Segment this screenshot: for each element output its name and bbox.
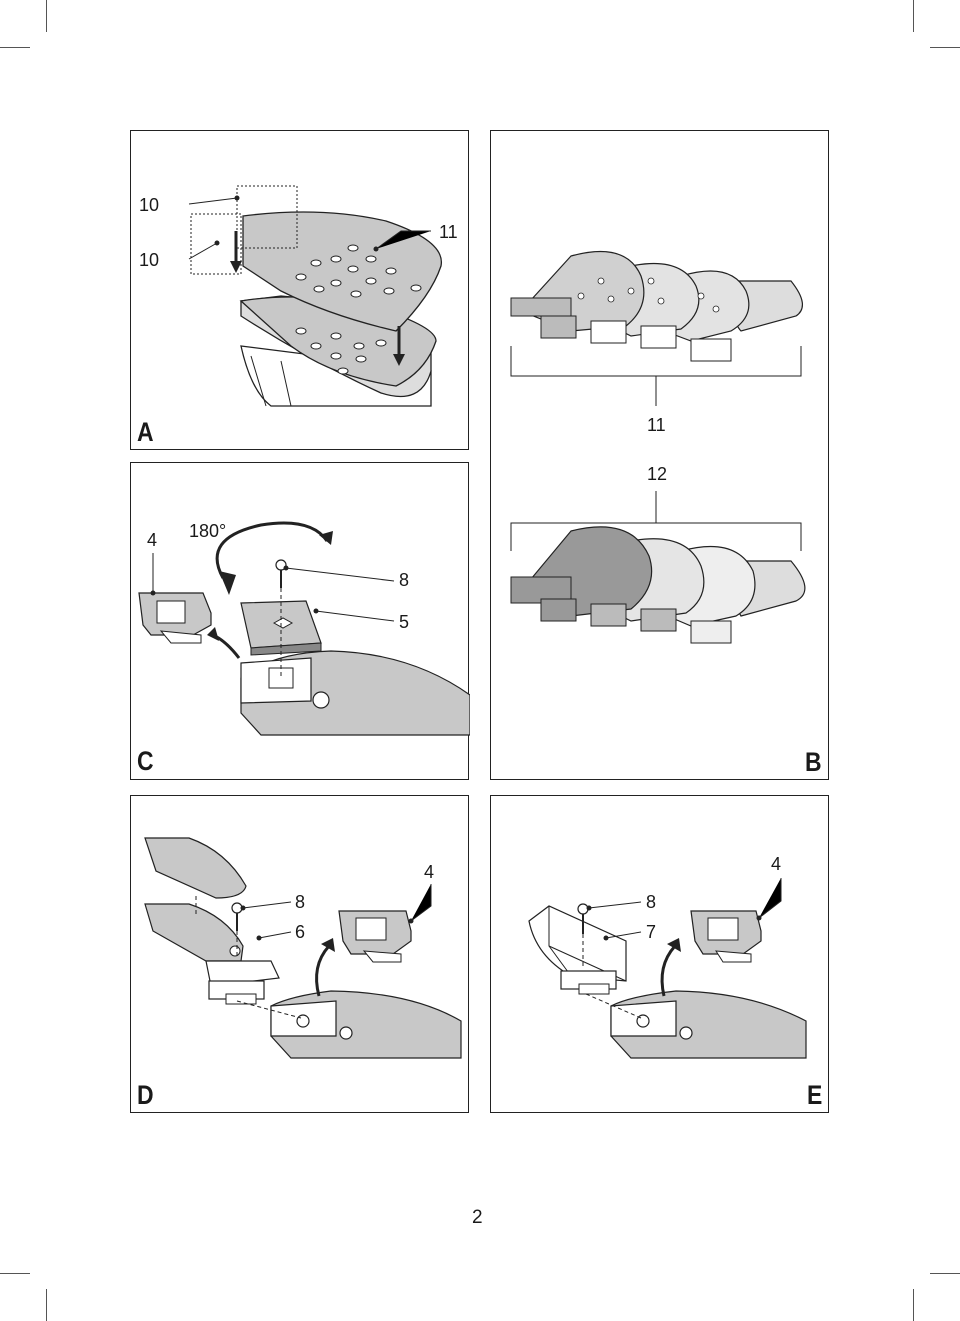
callout-8: 8 bbox=[399, 570, 410, 590]
callout-11: 11 bbox=[647, 415, 666, 435]
callout-10-upper: 10 bbox=[139, 195, 160, 215]
callout-6: 6 bbox=[295, 922, 306, 942]
callout-12: 12 bbox=[647, 464, 668, 484]
callout-4: 4 bbox=[147, 530, 158, 550]
sanding-sheets-illustration bbox=[510, 250, 806, 644]
panel-label-c: C bbox=[137, 746, 154, 776]
panel-b: 11 12 B bbox=[490, 130, 829, 780]
crop-mark bbox=[46, 0, 47, 32]
crop-mark bbox=[913, 1289, 914, 1321]
callout-8: 8 bbox=[646, 892, 657, 912]
callout-11: 11 bbox=[439, 222, 458, 242]
panel-d: 8 6 4 D bbox=[130, 795, 469, 1113]
rotation-label: 180° bbox=[189, 521, 227, 541]
panel-label-b: B bbox=[805, 747, 822, 777]
panel-a: 10 10 11 A bbox=[130, 130, 469, 450]
crop-mark bbox=[930, 47, 960, 48]
page-number: 2 bbox=[472, 1207, 483, 1228]
crop-mark bbox=[930, 1273, 960, 1274]
panel-label-a: A bbox=[137, 417, 154, 447]
callout-8: 8 bbox=[295, 892, 306, 912]
crop-mark bbox=[46, 1289, 47, 1321]
callout-5: 5 bbox=[399, 612, 410, 632]
callout-7: 7 bbox=[646, 922, 657, 942]
tool-attachment-illustration bbox=[528, 878, 807, 1059]
panel-label-e: E bbox=[807, 1080, 823, 1110]
callout-10-lower: 10 bbox=[139, 250, 160, 270]
pad-replacement-illustration bbox=[188, 185, 442, 407]
panel-e: 8 7 4 E bbox=[490, 795, 829, 1113]
callout-4: 4 bbox=[771, 854, 782, 874]
crop-mark bbox=[0, 47, 30, 48]
crop-mark bbox=[913, 0, 914, 32]
pad-rotation-illustration bbox=[138, 521, 470, 736]
crop-mark bbox=[0, 1273, 30, 1274]
callout-4: 4 bbox=[424, 862, 435, 882]
panel-c: 4 180° 8 5 C bbox=[130, 462, 470, 780]
panel-label-d: D bbox=[137, 1080, 154, 1110]
tip-attachment-illustration bbox=[144, 837, 462, 1059]
